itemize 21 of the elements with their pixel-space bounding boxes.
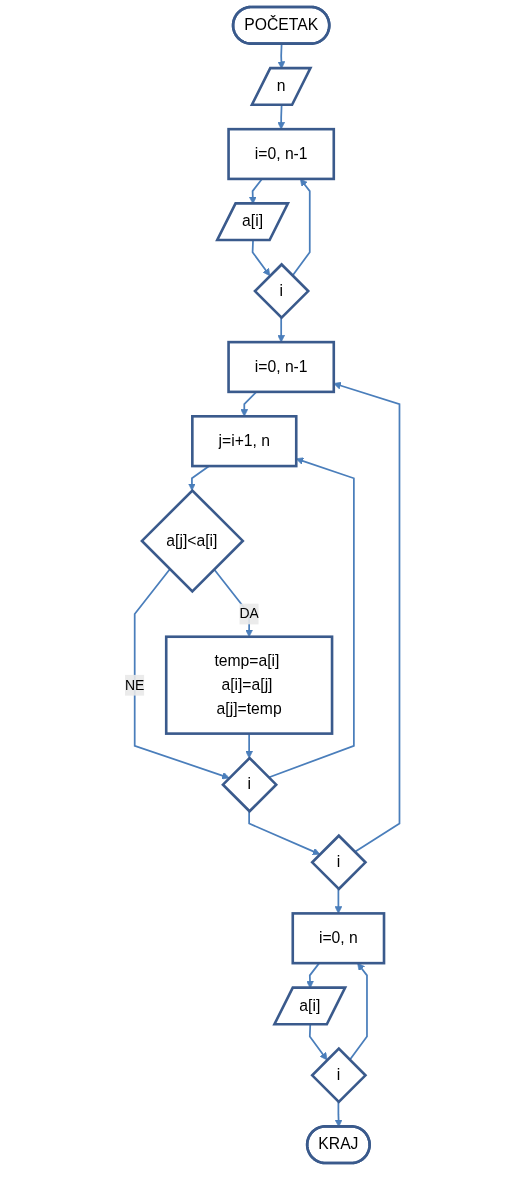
node-diamond: i (253, 262, 311, 320)
node-diamond: i (310, 1046, 368, 1104)
node-box: i=0, n-1 (227, 340, 336, 394)
arrow (240, 391, 258, 417)
arrow (134, 568, 230, 780)
node-box: i=0, n-1 (227, 127, 336, 181)
arrow (277, 104, 286, 130)
edge-label: NE (125, 677, 145, 693)
node-box: j=i+1, n (191, 415, 298, 468)
arrow (277, 43, 286, 69)
edge-label: DA (239, 606, 260, 622)
node-box: temp=a[i] a[i]=a[j] a[j]=temp (165, 635, 334, 735)
arrow (291, 178, 311, 277)
node-diamond: i (221, 756, 279, 814)
arrow (334, 888, 343, 914)
arrow (277, 316, 286, 343)
arrow (248, 810, 321, 856)
node-box: i=0, n (291, 912, 386, 965)
node-diamond: i (310, 833, 368, 891)
arrow (267, 457, 355, 779)
node-diamond: a[j]<a[i] (140, 488, 245, 594)
